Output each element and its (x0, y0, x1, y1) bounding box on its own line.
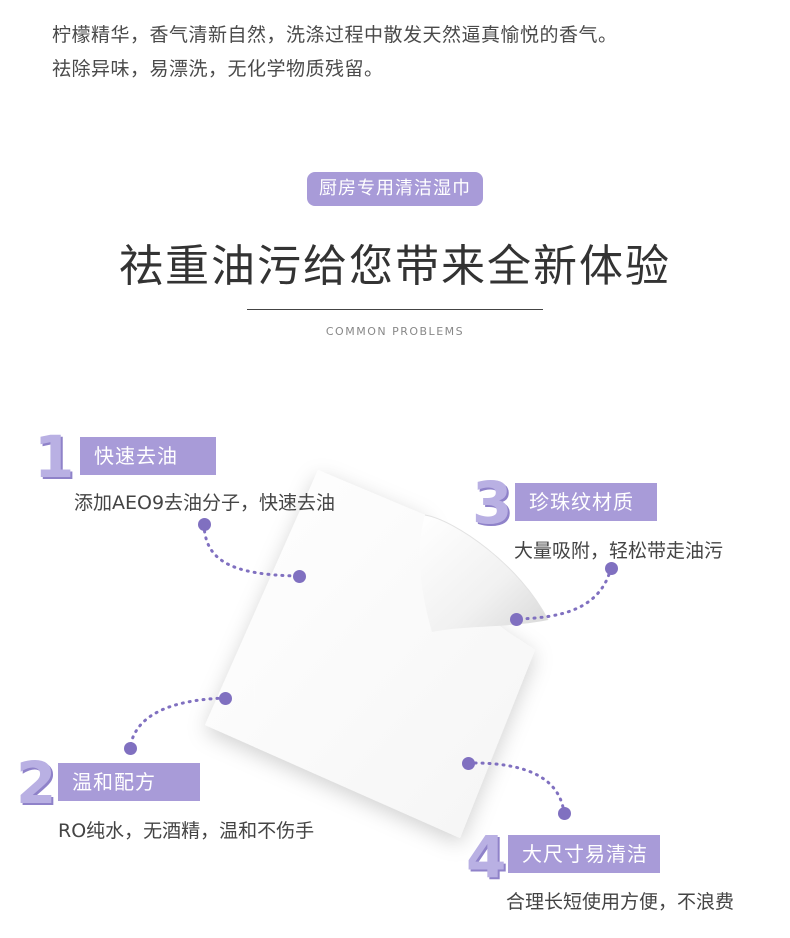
connector-dot (510, 613, 523, 626)
feature-number-3: 3 (472, 469, 513, 537)
intro-line-2: 祛除异味，易漂洗，无化学物质残留。 (52, 58, 384, 80)
feature-number-1: 1 (34, 423, 75, 491)
feature-tag-1: 快速去油 (80, 437, 216, 475)
wipe-curl (419, 515, 548, 632)
connector-dot (198, 518, 211, 531)
feature-desc-4: 合理长短使用方便，不浪费 (506, 891, 735, 913)
feature-tag-4: 大尺寸易清洁 (508, 835, 660, 873)
intro-text: 柠檬精华，香气清新自然，洗涤过程中散发天然逼真愉悦的香气。 祛除异味，易漂洗，无… (52, 18, 772, 86)
connector-2 (128, 696, 227, 750)
section-subtitle: COMMON PROBLEMS (325, 325, 465, 338)
section-headline: 祛重油污给您带来全新体验 (119, 241, 671, 292)
feature-tag-3: 珍珠纹材质 (515, 483, 657, 521)
connector-4 (466, 761, 566, 815)
connector-dot (219, 692, 232, 705)
feature-desc-3: 大量吸附，轻松带走油污 (514, 540, 724, 562)
feature-desc-1: 添加AEO9去油分子，快速去油 (74, 492, 336, 514)
connector-dot (293, 570, 306, 583)
headline-divider (247, 309, 543, 310)
connector-3 (514, 566, 613, 621)
connector-dot (558, 807, 571, 820)
feature-tag-2: 温和配方 (58, 763, 200, 801)
section-pill: 厨房专用清洁湿巾 (307, 172, 483, 206)
connector-dot (124, 742, 137, 755)
wipe-sheet (205, 470, 535, 838)
intro-line-1: 柠檬精华，香气清新自然，洗涤过程中散发天然逼真愉悦的香气。 (52, 24, 618, 46)
connector-dot (605, 562, 618, 575)
feature-number-4: 4 (466, 823, 507, 891)
feature-number-2: 2 (16, 749, 57, 817)
feature-desc-2: RO纯水，无酒精，温和不伤手 (58, 820, 315, 842)
connector-dot (462, 757, 475, 770)
